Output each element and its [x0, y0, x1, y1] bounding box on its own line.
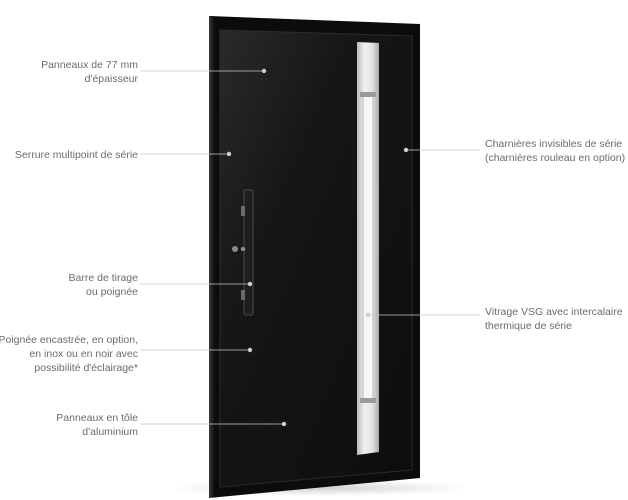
pull-handle-bottom-mount: [241, 290, 245, 300]
callout-line: Barre de tirage: [68, 272, 138, 284]
callout-line: Charnières invisibles de série: [485, 138, 623, 150]
callout-line: (charnières rouleau en option): [485, 152, 626, 164]
glass-bar-top-mount: [360, 92, 376, 97]
callout-hidden-hinges: Charnières invisibles de série (charnièr…: [485, 137, 625, 165]
marker-dot: [247, 281, 253, 287]
callout-line: thermique de série: [485, 320, 572, 332]
leader-lines: [140, 68, 480, 427]
callout-multipoint-lock: Serrure multipoint de série: [15, 148, 138, 162]
callout-line: Poignée encastrée, en option,: [0, 334, 138, 346]
pull-handle-top-mount: [241, 206, 245, 216]
marker-dot: [261, 68, 267, 74]
callout-recessed-handle: Poignée encastrée, en option, en inox ou…: [0, 333, 138, 375]
callout-pull-bar: Barre de tirage ou poignée: [69, 271, 138, 299]
callout-line: possibilité d'éclairage*: [34, 362, 138, 374]
callout-panel-thickness: Panneaux de 77 mm d'épaisseur: [41, 58, 138, 86]
callout-line: Serrure multipoint de série: [14, 149, 138, 161]
marker-dot: [403, 147, 409, 153]
lock-cylinder-icon: [240, 246, 246, 252]
frame-edge: [209, 16, 214, 498]
marker-dot: [365, 312, 371, 318]
marker-dot: [281, 421, 287, 427]
callout-line: d'aluminium: [82, 426, 138, 438]
pull-handle-grip: [243, 189, 254, 316]
callout-line: en inox ou en noir avec: [29, 348, 138, 360]
callout-line: Panneaux de 77 mm: [41, 59, 138, 71]
callout-vsg-glazing: Vitrage VSG avec intercalaire thermique …: [485, 305, 623, 333]
callout-line: Panneaux en tôle: [56, 412, 138, 424]
marker-dot: [247, 347, 253, 353]
callout-line: Vitrage VSG avec intercalaire: [485, 306, 623, 318]
door-panel-outline: [219, 29, 413, 488]
glass-bar-handle: [362, 94, 374, 401]
callout-aluminium-panels: Panneaux en tôle d'aluminium: [56, 411, 138, 439]
lock-cylinder-icon: [232, 246, 238, 252]
marker-dot: [226, 151, 232, 157]
callout-line: ou poignée: [86, 286, 138, 298]
glass-bar-bottom-mount: [360, 398, 376, 403]
callout-line: d'épaisseur: [84, 73, 138, 85]
